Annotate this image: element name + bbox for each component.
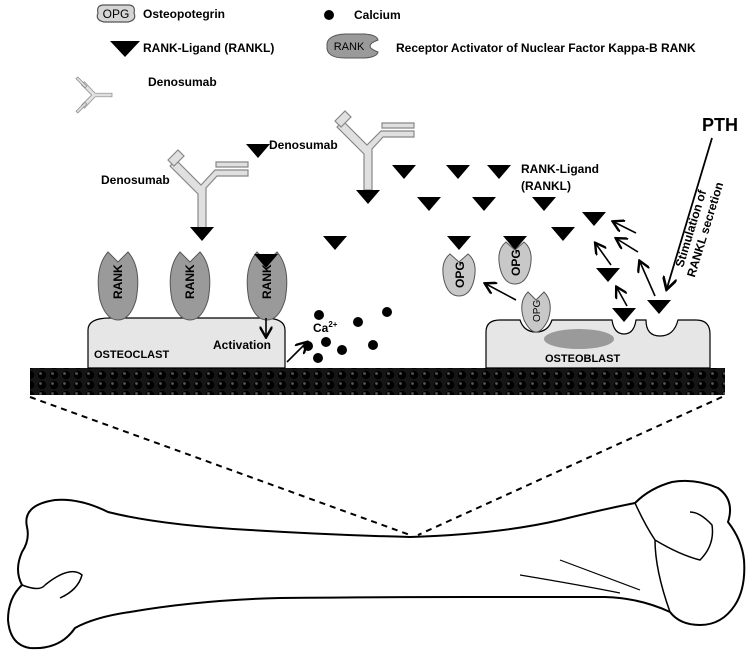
legend-rank-label: Receptor Activator of Nuclear Factor Kap…: [396, 41, 696, 55]
denosumab-antibody: [167, 149, 249, 233]
calcium-dot: [353, 317, 363, 327]
rankl-triangle: [447, 236, 471, 250]
pth-label: PTH: [702, 115, 738, 135]
opg-release-arrow: [486, 284, 517, 301]
osteoblast-nucleus: [544, 329, 614, 349]
stimulation-label: Stimulation of RANKL secretion: [672, 180, 726, 278]
rankl-triangle: [190, 227, 214, 241]
femur-detail: [44, 570, 83, 599]
femur-detail: [634, 502, 714, 561]
opg-text: OPG: [532, 300, 543, 322]
rankl-triangle: [532, 197, 556, 211]
rankl-triangle: [323, 236, 347, 250]
opg-text: OPG: [509, 249, 523, 276]
femur-detail: [21, 584, 46, 590]
rank-receptor: RANK: [246, 251, 288, 321]
secretion-arrow: [617, 239, 639, 253]
denosumab-label-center: Denosumab: [269, 138, 338, 152]
rankl-triangle: [392, 165, 416, 179]
rankl-label-line2: (RANKL): [521, 179, 571, 193]
zoom-line-left: [29, 396, 411, 536]
rank-receptor: RANK: [169, 251, 211, 321]
denosumab-antibody: [334, 110, 415, 191]
femur-outline: [6, 479, 746, 650]
legend: OPG Osteopotegrin Calcium RANK-Ligand (R…: [75, 4, 696, 114]
rankl-triangle: [356, 190, 380, 204]
secretion-arrow: [640, 262, 656, 297]
legend-opg-icon: OPG: [96, 4, 136, 23]
legend-rankl-label: RANK-Ligand (RANKL): [143, 41, 274, 55]
opg-molecule: OPG: [498, 241, 532, 285]
calcium-dot: [314, 310, 324, 320]
calcium-ion-charge: 2+: [328, 320, 337, 329]
legend-calcium-dot: [324, 10, 334, 20]
rankl-triangle: [246, 144, 270, 158]
zoom-line-right: [417, 396, 723, 536]
femur-detail: [519, 574, 621, 594]
rank-receptor-text: RANK: [183, 264, 197, 299]
legend-opg-label: Osteopotegrin: [143, 7, 225, 21]
legend-rank-icon-text: RANK: [334, 41, 365, 53]
rankl-triangle: [596, 268, 620, 282]
rankl-triangle: [254, 254, 278, 268]
osteoblast-label: OSTEOBLAST: [545, 353, 620, 365]
rankl-triangle: [551, 227, 575, 241]
calcium-dot: [382, 307, 392, 317]
rankl-triangle: [503, 236, 527, 250]
bone-matrix: [30, 368, 725, 395]
rankl-triangle: [446, 165, 470, 179]
opg-molecule: OPG: [442, 253, 476, 297]
calcium-dot: [321, 337, 331, 347]
femur-bone: [6, 479, 746, 650]
rank-receptor-text: RANK: [111, 264, 125, 299]
legend-opg-icon-text: OPG: [103, 7, 130, 21]
calcium-release-arrow: [286, 343, 306, 363]
osteoclast-label: OSTEOCLAST: [94, 349, 169, 361]
legend-rank-icon: RANK: [326, 33, 379, 59]
rankl-triangle: [647, 300, 671, 314]
legend-denosumab-icon: [75, 76, 113, 114]
calcium-ion-label: Ca2+: [313, 320, 338, 335]
legend-rankl-triangle: [110, 41, 140, 57]
rankl-triangle: [582, 212, 606, 226]
rankl-secretion-arrows: [596, 222, 656, 307]
opg-molecule: OPG: [521, 291, 551, 333]
femur-detail: [559, 559, 641, 591]
legend-calcium-label: Calcium: [354, 8, 401, 22]
calcium-ion-symbol: Ca: [313, 321, 329, 335]
rank-receptor-text: RANK: [260, 264, 274, 299]
calcium-dot: [313, 353, 323, 363]
calcium-dot: [368, 340, 378, 350]
denosumab-label-left: Denosumab: [101, 173, 170, 187]
rankl-triangle: [612, 308, 636, 322]
calcium-dot: [337, 345, 347, 355]
rank-receptor: RANK: [97, 251, 139, 321]
rankl-triangle: [472, 197, 496, 211]
pth-stimulation-arrow: [667, 137, 713, 288]
secretion-arrow: [617, 288, 628, 307]
femur-detail: [654, 539, 671, 613]
rankl-triangle: [417, 197, 441, 211]
secretion-arrow: [614, 222, 637, 234]
rankl-triangles: [190, 144, 671, 322]
secretion-arrow: [596, 244, 612, 266]
calcium-dot: [303, 341, 313, 351]
rankl-triangle: [487, 165, 511, 179]
legend-denosumab-label: Denosumab: [148, 75, 217, 89]
rankl-label-line1: RANK-Ligand: [521, 162, 599, 176]
activation-label: Activation: [213, 338, 271, 352]
opg-text: OPG: [453, 261, 467, 288]
osteoblast-cell: OSTEOBLAST: [485, 319, 711, 369]
calcium-ions: [303, 307, 392, 363]
